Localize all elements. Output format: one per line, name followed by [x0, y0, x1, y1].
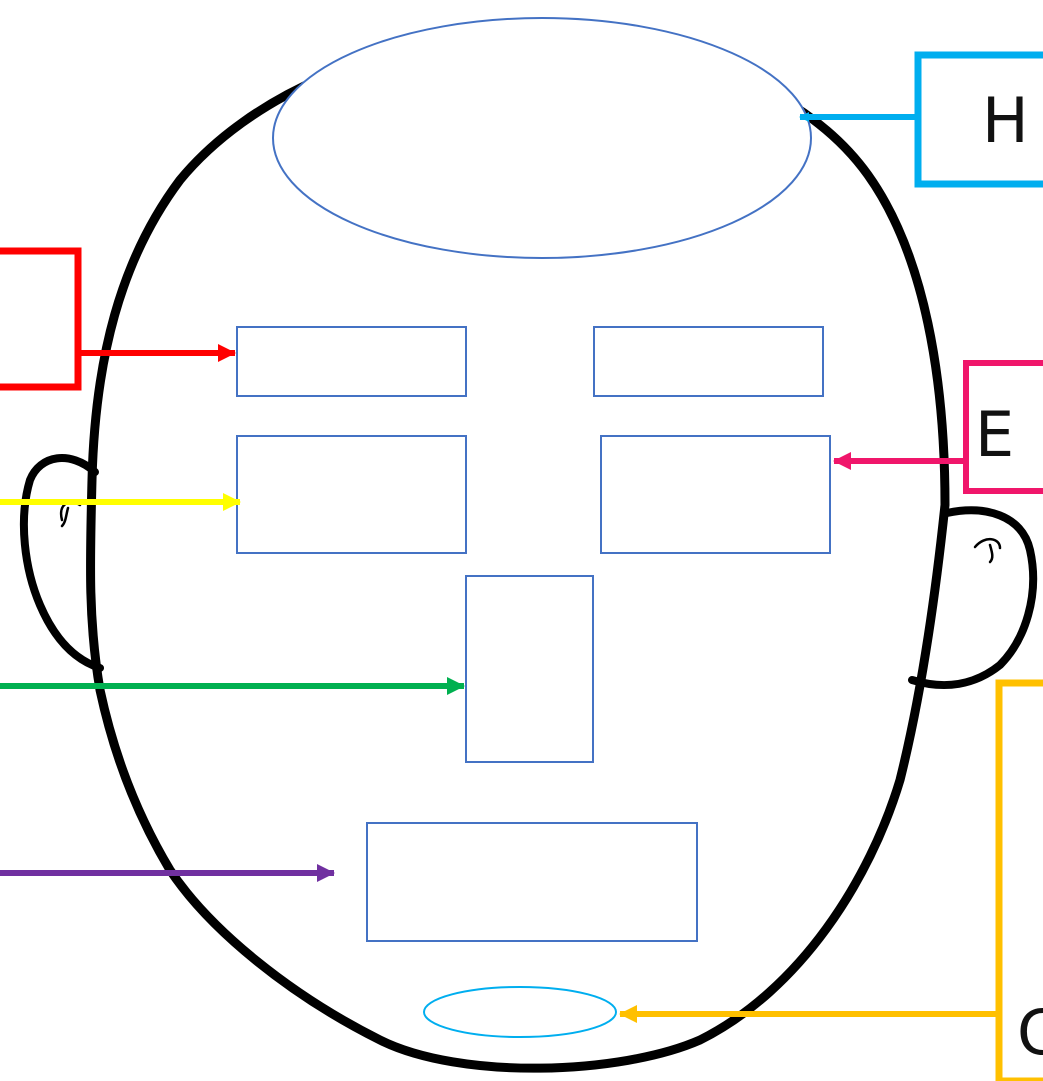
right-eye-answer-box[interactable]	[600, 435, 831, 554]
right-ear-detail	[973, 538, 1002, 564]
hair-answer-oval[interactable]	[272, 17, 812, 259]
left-ear	[19, 454, 104, 672]
chin-answer-oval[interactable]	[423, 986, 617, 1038]
label-boxes: H E C	[0, 51, 1043, 1081]
right-eyebrow-answer-box[interactable]	[593, 326, 824, 397]
right-ear	[908, 506, 1038, 689]
ears-label-box	[963, 360, 1043, 494]
left-eye-answer-box[interactable]	[236, 435, 467, 554]
nose-answer-box[interactable]	[465, 575, 594, 763]
left-eyebrow-answer-box[interactable]	[236, 326, 467, 397]
head-outline-icon	[19, 33, 1038, 1073]
chin-label-box	[995, 679, 1043, 1081]
left-ear-detail	[59, 501, 82, 528]
eyebrows-label-box	[0, 247, 82, 391]
mouth-answer-box[interactable]	[366, 822, 698, 942]
ears-label-text: E	[975, 398, 1014, 471]
pointer-arrows	[0, 112, 999, 1023]
hair-label-text: H	[982, 84, 1029, 157]
chin-label-text: C	[1017, 996, 1043, 1069]
answer-boxes	[236, 17, 831, 1038]
head-contour	[85, 33, 950, 1073]
